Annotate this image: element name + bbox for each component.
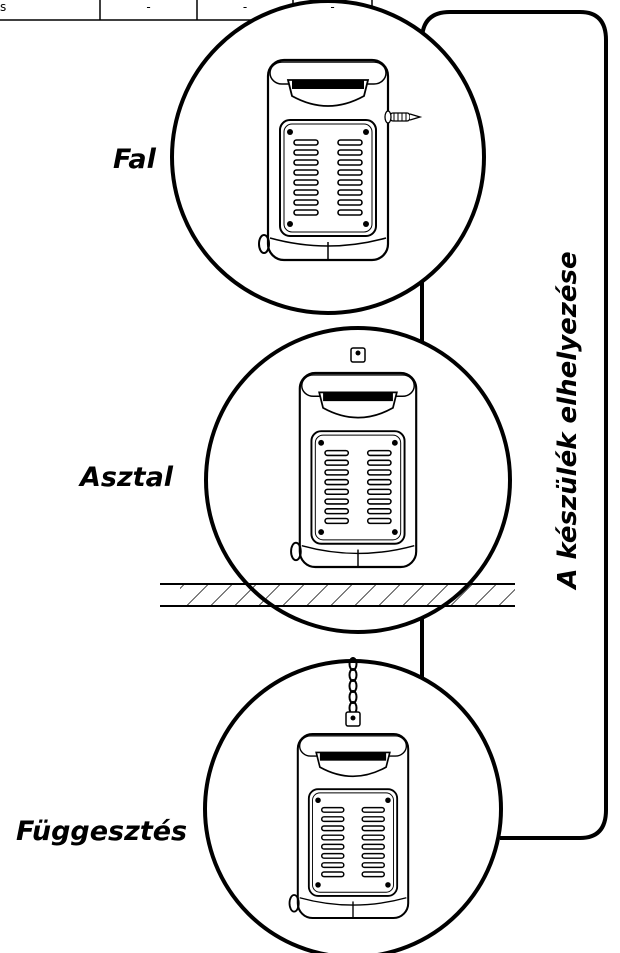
table-cell-4: - — [330, 0, 335, 14]
wall-screw-icon — [384, 110, 423, 124]
table-cell-3: - — [242, 0, 248, 14]
side-bracket — [420, 10, 608, 840]
label-hanging: Függesztés — [16, 816, 188, 847]
label-table: Asztal — [80, 462, 174, 493]
label-wall: Fal — [113, 144, 156, 175]
hanging-placement-illustration — [203, 657, 503, 953]
side-title: A készülék elhelyezése — [553, 251, 583, 589]
table-placement-illustration — [160, 326, 515, 634]
wall-mount-illustration — [170, 0, 486, 315]
table-cell-first: s — [0, 0, 7, 14]
table-cell-2: - — [146, 0, 151, 14]
